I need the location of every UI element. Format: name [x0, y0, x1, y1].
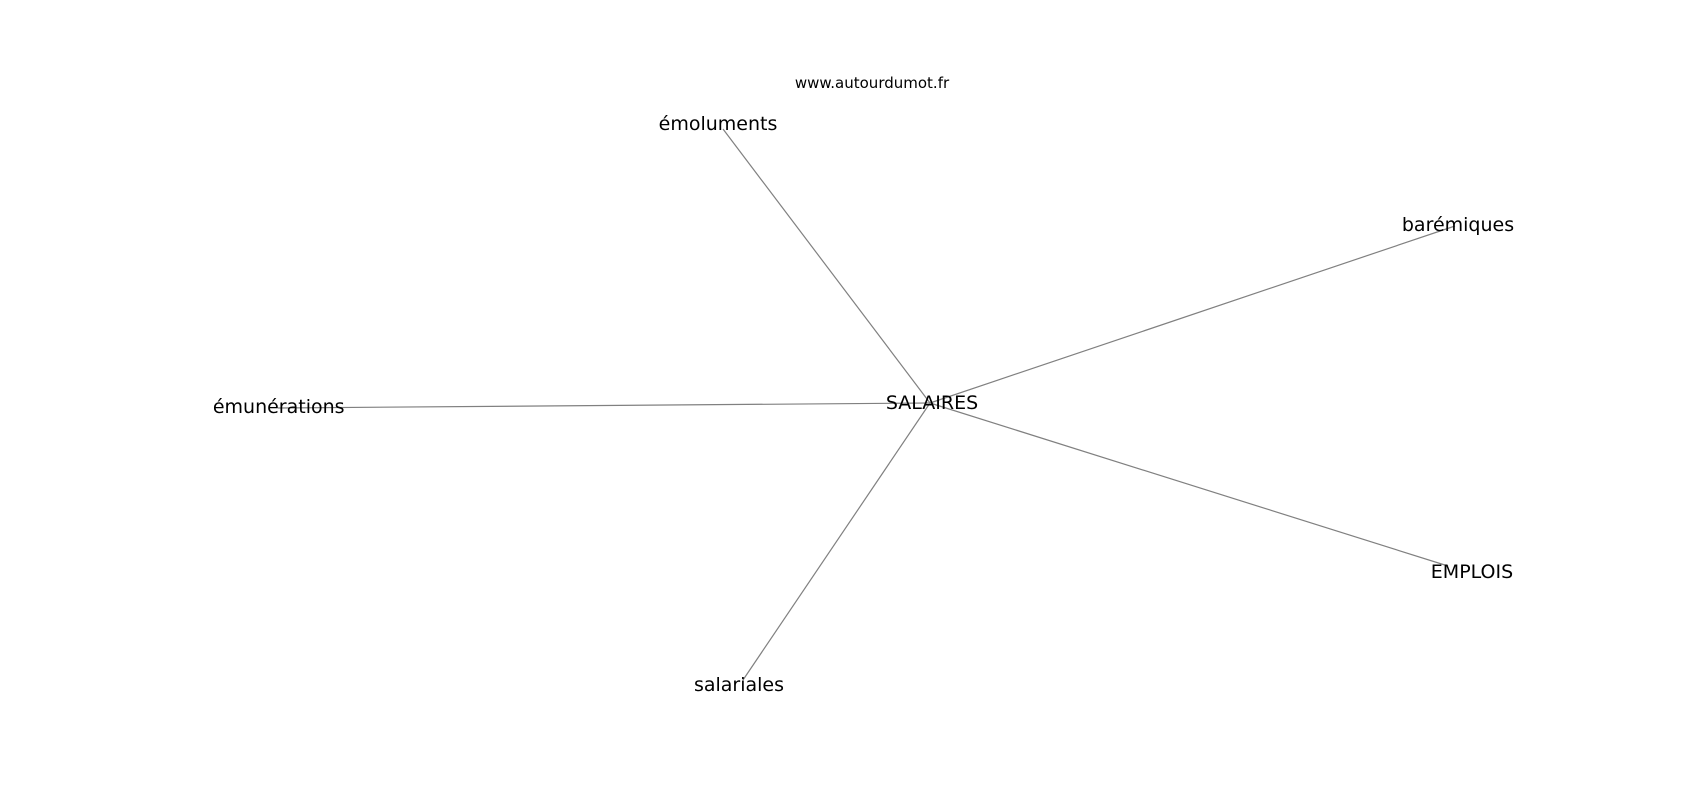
edge-emplois [929, 402, 1449, 567]
edges [277, 128, 1456, 681]
edge-baremiques [929, 225, 1456, 404]
center-node-label[interactable]: SALAIRES [886, 392, 978, 414]
node-label-emoluments[interactable]: émoluments [659, 113, 778, 135]
node-label-salariales[interactable]: salariales [694, 674, 784, 696]
watermark-text: www.autourdumot.fr [795, 74, 950, 92]
nodes: SALAIRES émoluments barémiques rémunérat… [205, 113, 1514, 696]
node-label-baremiques[interactable]: barémiques [1402, 214, 1514, 236]
node-label-remunerations[interactable]: rémunérations [205, 396, 345, 418]
node-label-emplois[interactable]: EMPLOIS [1431, 561, 1513, 583]
edge-remunerations [277, 402, 931, 409]
edge-salariales [742, 402, 931, 681]
edge-emoluments [722, 128, 931, 404]
